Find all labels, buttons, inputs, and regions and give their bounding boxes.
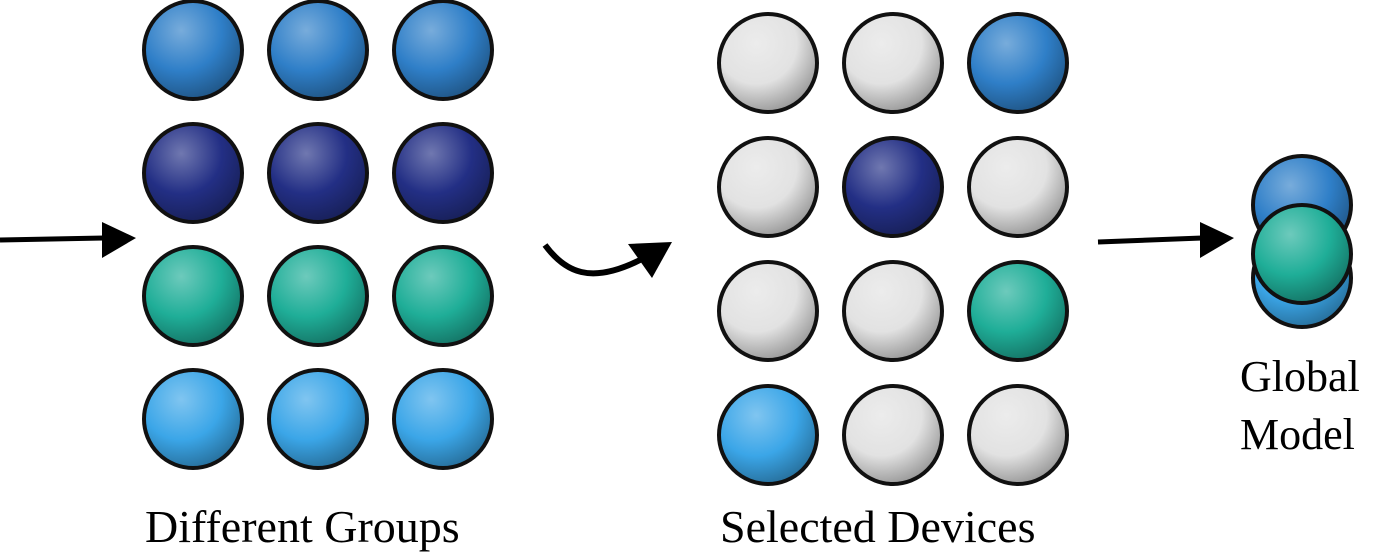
device-sphere-navy bbox=[842, 136, 944, 238]
device-sphere-unselected bbox=[717, 12, 819, 114]
selected-devices-caption: Selected Devices bbox=[720, 501, 1036, 552]
group-sphere-light_blue bbox=[267, 368, 369, 470]
device-sphere-teal bbox=[967, 260, 1069, 362]
device-sphere-unselected bbox=[717, 136, 819, 238]
device-sphere-unselected bbox=[967, 384, 1069, 486]
group-sphere-navy bbox=[142, 122, 244, 224]
device-sphere-unselected bbox=[717, 260, 819, 362]
global-model-caption-line2: Model bbox=[1240, 410, 1355, 459]
global-model-caption: Global Model bbox=[1240, 348, 1360, 464]
group-sphere-navy bbox=[392, 122, 494, 224]
device-sphere-unselected bbox=[967, 136, 1069, 238]
global-model-sphere-teal bbox=[1251, 203, 1353, 305]
group-sphere-blue bbox=[392, 0, 494, 101]
device-sphere-blue bbox=[967, 12, 1069, 114]
input-arrow-icon bbox=[0, 222, 136, 258]
selected-devices-grid bbox=[717, 12, 1069, 486]
group-sphere-blue bbox=[142, 0, 244, 101]
aggregate-arrow-icon bbox=[1097, 222, 1234, 258]
different-groups-grid bbox=[142, 0, 494, 470]
group-sphere-navy bbox=[267, 122, 369, 224]
group-sphere-light_blue bbox=[392, 368, 494, 470]
group-sphere-light_blue bbox=[142, 368, 244, 470]
device-sphere-unselected bbox=[842, 12, 944, 114]
global-model-stack bbox=[1251, 154, 1353, 329]
device-sphere-unselected bbox=[842, 260, 944, 362]
curved-arrow-icon bbox=[542, 242, 672, 278]
group-sphere-teal bbox=[267, 245, 369, 347]
device-sphere-light_blue bbox=[717, 384, 819, 486]
group-sphere-teal bbox=[142, 245, 244, 347]
global-model-caption-line1: Global bbox=[1240, 352, 1360, 401]
group-sphere-blue bbox=[267, 0, 369, 101]
device-sphere-unselected bbox=[842, 384, 944, 486]
group-sphere-teal bbox=[392, 245, 494, 347]
different-groups-caption: Different Groups bbox=[145, 501, 460, 552]
